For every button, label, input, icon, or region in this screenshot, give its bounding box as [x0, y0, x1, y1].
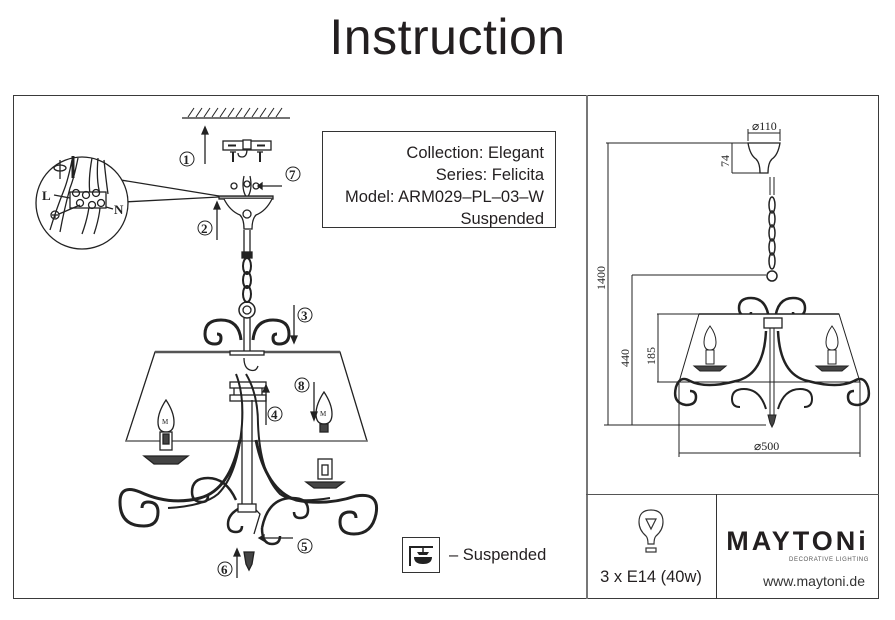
footer-divider	[586, 494, 879, 495]
candle-holder-right	[304, 458, 346, 489]
svg-text:M: M	[162, 418, 169, 426]
step-4-badge: 4	[267, 406, 283, 422]
live-label: L	[42, 188, 51, 203]
canopy-diameter-label: ⌀110	[752, 119, 777, 133]
collection-label: Collection: Elegant	[406, 144, 544, 162]
svg-text:3: 3	[301, 308, 308, 323]
mount-type-label: Suspended	[460, 210, 545, 228]
step-5-badge: 5	[297, 538, 313, 554]
finial-icon	[243, 551, 255, 572]
step-6-badge: 6	[217, 561, 233, 577]
candle-bulb-left: M	[142, 398, 190, 465]
brand-tagline: DECORATIVE LIGHTING	[789, 557, 869, 563]
ceiling-icon	[182, 107, 290, 119]
canopy-icon	[218, 195, 274, 230]
svg-text:2: 2	[201, 221, 208, 236]
svg-text:8: 8	[298, 378, 305, 393]
chain	[242, 257, 252, 303]
step-3-badge: 3	[297, 307, 313, 323]
brand-block: MAYTONi DECORATIVE LIGHTING	[716, 527, 879, 563]
body-height-label: 440	[618, 349, 632, 367]
mount-type-legend: – Suspended	[402, 537, 546, 573]
svg-text:5: 5	[301, 539, 308, 554]
svg-text:1: 1	[183, 152, 190, 167]
svg-text:M: M	[320, 410, 327, 418]
neutral-label: N	[114, 202, 124, 217]
product-info-box: Collection: Elegant Series: Felicita Mod…	[322, 131, 556, 228]
legend-label: – Suspended	[449, 545, 547, 564]
series-label: Series: Felicita	[435, 166, 544, 184]
svg-text:6: 6	[221, 562, 228, 577]
canopy-height-label: 74	[718, 155, 732, 167]
total-height-label: 1400	[594, 266, 608, 290]
mounting-bracket-icon	[222, 139, 272, 162]
step-2-badge: 2	[197, 220, 213, 236]
shade-diameter-label: ⌀500	[754, 439, 779, 453]
step-7-badge: 7	[285, 166, 301, 182]
assembly-diagram: M M 1 2 3 4 5 6 7 8 L N	[35, 107, 379, 578]
page-title: Instruction	[329, 9, 566, 65]
footer-column-divider	[716, 494, 717, 599]
lightbulb-icon	[638, 509, 664, 553]
suspended-icon	[402, 537, 440, 573]
spare-bulb-icon: M	[315, 390, 333, 433]
svg-text:7: 7	[289, 167, 296, 182]
dimension-drawing: ⌀110 74 1400 440 185 ⌀500	[594, 119, 871, 457]
brand-url[interactable]: www.maytoni.de	[763, 573, 865, 589]
bulb-spec: 3 x E14 (40w)	[600, 568, 702, 586]
step-8-badge: 8	[294, 377, 310, 393]
earth-icon	[50, 210, 60, 220]
svg-text:4: 4	[271, 407, 278, 422]
step-1-badge: 1	[179, 151, 195, 167]
brand-logo: MAYTONi	[726, 526, 869, 556]
instruction-frame	[13, 95, 879, 599]
shade-height-label: 185	[644, 347, 658, 365]
model-label: Model: ARM029–PL–03–W	[344, 188, 544, 206]
panel-divider	[586, 95, 588, 599]
